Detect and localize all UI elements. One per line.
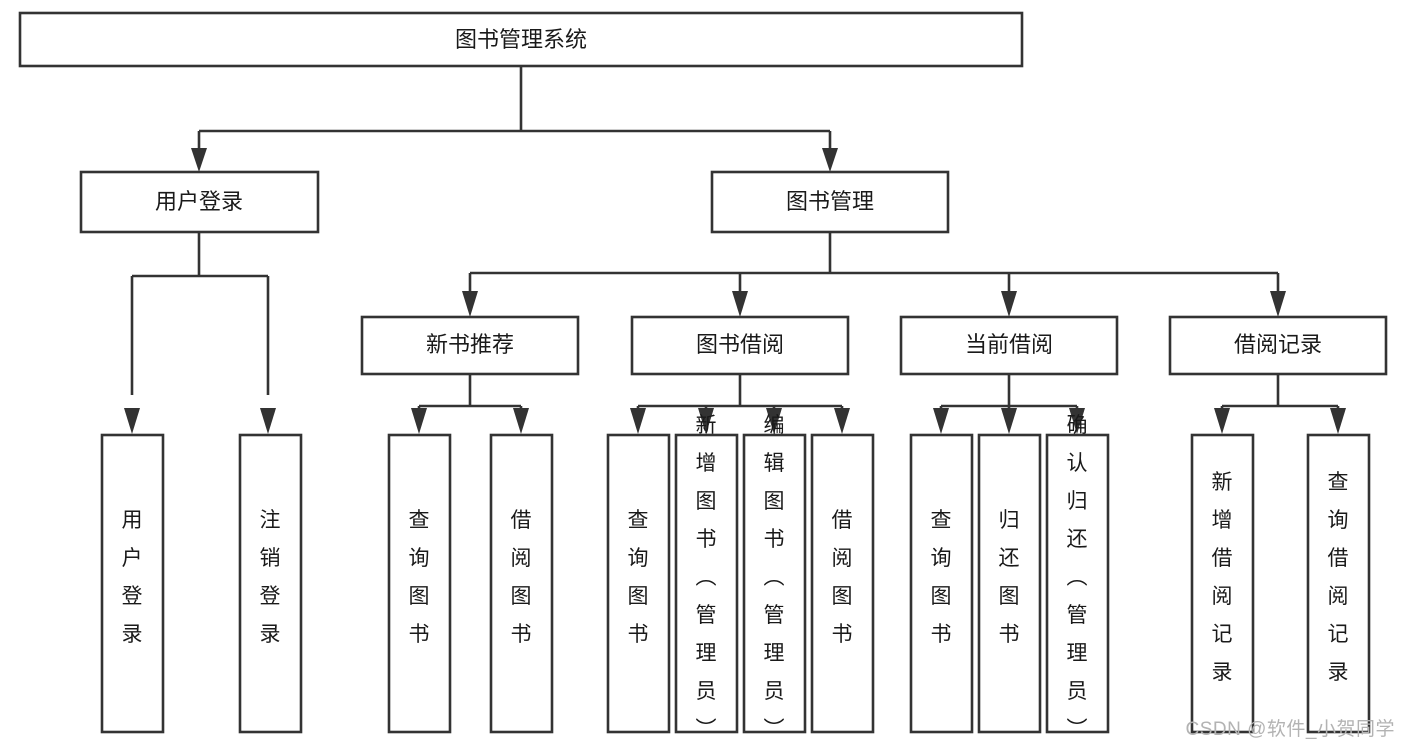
arrow-borrow-record-leaf-1 [1214, 408, 1230, 434]
leaf-book-borrow-2[interactable]: 新增图书︵管理员︶ [674, 414, 739, 741]
leaf-current-borrow-3-box [1045, 433, 1110, 734]
leaf-new-book-2[interactable]: 借阅图书 [489, 433, 554, 734]
node-root-box [18, 11, 1024, 68]
leaf-borrow-record-2-label: 查询借阅记录 [1328, 471, 1349, 684]
node-new-book-recommend-label: 新书推荐 [426, 332, 514, 357]
leaf-book-borrow-1-box [606, 433, 671, 734]
arrow-user-login-leaf-2 [260, 408, 276, 434]
leaf-borrow-record-1-label: 新增借阅记录 [1212, 471, 1233, 684]
node-borrow-record-box [1168, 315, 1388, 376]
leaf-user-login-1-label: 用户登录 [122, 509, 143, 646]
leaf-book-borrow-1[interactable]: 查询图书 [606, 433, 671, 734]
node-current-borrow-box [899, 315, 1119, 376]
csdn-watermark: CSDN @软件_小贺同学 [1185, 719, 1395, 740]
leaf-user-login-1-box [100, 433, 165, 734]
arrow-root-to-book-manage [822, 148, 838, 172]
node-user-login[interactable]: 用户登录 [79, 170, 320, 234]
arrow-book-borrow-leaf-4 [834, 408, 850, 434]
leaf-book-borrow-2-label: 新增图书︵管理员︶ [696, 414, 717, 741]
leaf-borrow-record-2-box [1306, 433, 1371, 734]
leaf-borrow-record-2[interactable]: 查询借阅记录 [1306, 433, 1371, 734]
leaf-book-borrow-4[interactable]: 借阅图书 [810, 433, 875, 734]
leaf-current-borrow-2[interactable]: 归还图书 [977, 433, 1042, 734]
node-borrow-record-label: 借阅记录 [1234, 332, 1322, 357]
leaf-current-borrow-1-box [909, 433, 974, 734]
leaf-borrow-record-1[interactable]: 新增借阅记录 [1190, 433, 1255, 734]
arrow-current-borrow-leaf-3 [1069, 408, 1085, 434]
arrow-new-book-leaf-2 [513, 408, 529, 434]
node-new-book-recommend-box [360, 315, 580, 376]
node-book-borrow-box [630, 315, 850, 376]
connectors-layer [124, 66, 1346, 434]
leaf-book-borrow-3[interactable]: 编辑图书︵管理员︶ [742, 414, 807, 741]
arrow-new-book-leaf-1 [411, 408, 427, 434]
leaf-current-borrow-2-label: 归还图书 [999, 509, 1020, 646]
node-new-book-recommend[interactable]: 新书推荐 [360, 315, 580, 376]
node-book-borrow-label: 图书借阅 [696, 332, 784, 357]
arrow-to-book-borrow [732, 291, 748, 317]
node-root-book-management-system[interactable]: 图书管理系统 [18, 11, 1024, 68]
node-user-login-box [79, 170, 320, 234]
leaf-new-book-2-box [489, 433, 554, 734]
leaf-user-login-2-label: 注销登录 [260, 509, 281, 646]
leaf-current-borrow-1[interactable]: 查询图书 [909, 433, 974, 734]
node-current-borrow[interactable]: 当前借阅 [899, 315, 1119, 376]
leaf-current-borrow-1-label: 查询图书 [931, 509, 952, 646]
leaf-book-borrow-4-label: 借阅图书 [832, 509, 853, 646]
arrow-root-to-user-login [191, 148, 207, 172]
arrow-user-login-leaf-1 [124, 408, 140, 434]
leaf-current-borrow-3-label: 确认归还︵管理员︶ [1067, 414, 1088, 741]
leaf-book-borrow-1-label: 查询图书 [628, 509, 649, 646]
leaf-new-book-1-label: 查询图书 [409, 509, 430, 646]
leaf-new-book-2-label: 借阅图书 [511, 509, 532, 646]
leaf-user-login-1[interactable]: 用户登录 [100, 433, 165, 734]
node-current-borrow-label: 当前借阅 [965, 332, 1053, 357]
arrow-book-borrow-leaf-2 [698, 408, 714, 434]
node-book-management-label: 图书管理 [786, 189, 874, 214]
node-root-label: 图书管理系统 [455, 27, 587, 52]
arrow-book-borrow-leaf-1 [630, 408, 646, 434]
node-book-management[interactable]: 图书管理 [710, 170, 950, 234]
arrow-current-borrow-leaf-1 [933, 408, 949, 434]
leaf-book-borrow-4-box [810, 433, 875, 734]
leaf-book-borrow-2-box [674, 433, 739, 734]
arrow-book-borrow-leaf-3 [766, 408, 782, 434]
leaf-user-login-2[interactable]: 注销登录 [238, 433, 303, 734]
arrow-to-new-book-recommend [462, 291, 478, 317]
leaf-current-borrow-3[interactable]: 确认归还︵管理员︶ [1045, 414, 1110, 741]
leaf-current-borrow-2-box [977, 433, 1042, 734]
leaf-new-book-1[interactable]: 查询图书 [387, 433, 452, 734]
node-book-management-box [710, 170, 950, 234]
node-borrow-record[interactable]: 借阅记录 [1168, 315, 1388, 376]
leaf-book-borrow-3-box [742, 433, 807, 734]
arrow-to-current-borrow [1001, 291, 1017, 317]
arrow-current-borrow-leaf-2 [1001, 408, 1017, 434]
node-book-borrow[interactable]: 图书借阅 [630, 315, 850, 376]
leaf-borrow-record-1-box [1190, 433, 1255, 734]
arrow-borrow-record-leaf-2 [1330, 408, 1346, 434]
leaf-user-login-2-box [238, 433, 303, 734]
arrow-to-borrow-record [1270, 291, 1286, 317]
leaf-new-book-1-box [387, 433, 452, 734]
leaf-book-borrow-3-label: 编辑图书︵管理员︶ [764, 414, 785, 741]
node-user-login-label: 用户登录 [155, 189, 243, 214]
